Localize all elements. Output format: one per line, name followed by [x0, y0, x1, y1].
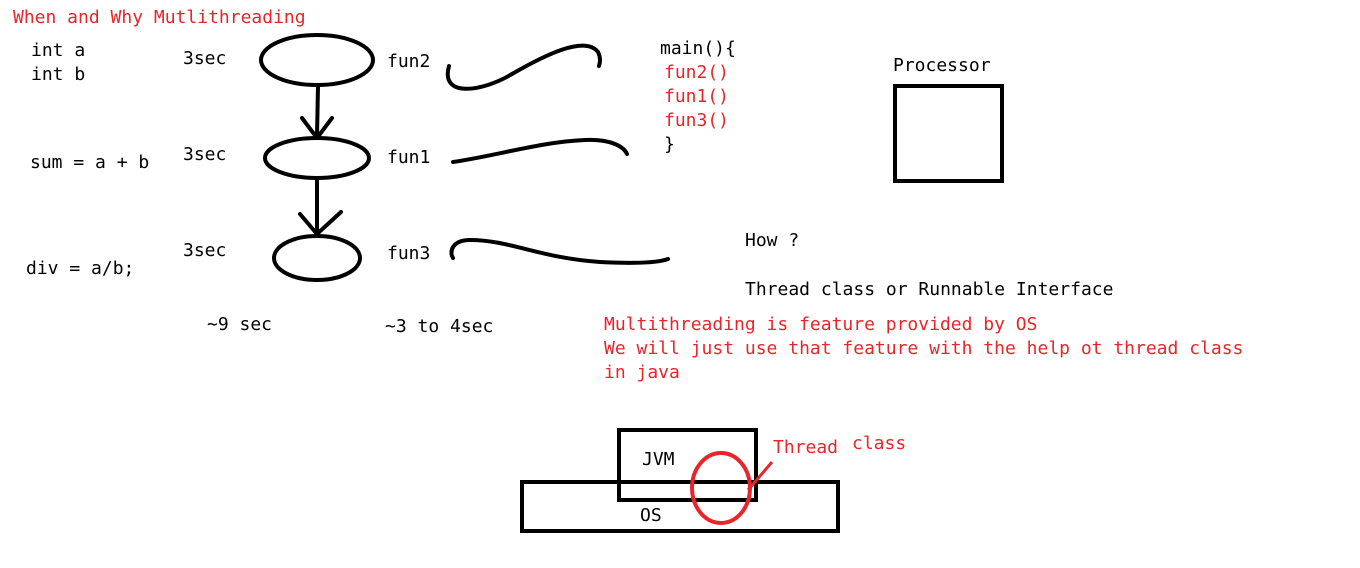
thread-label: Thread: [773, 437, 839, 458]
func-label-fun1: fun1: [387, 147, 431, 168]
processor-label: Processor: [893, 55, 991, 76]
how-answer: Thread class or Runnable Interface: [745, 279, 1114, 300]
thread-circle: [690, 451, 752, 525]
fun2-thread-wave: [445, 43, 602, 91]
jvm-label: JVM: [642, 449, 675, 470]
parallel-total: ~3 to 4sec: [385, 316, 494, 337]
arrow-fun2-to-fun1: [300, 84, 334, 140]
class-label: class: [852, 433, 907, 454]
main-close: }: [664, 134, 675, 155]
fun3-node: [272, 234, 362, 282]
os-note-line-3: in java: [604, 362, 680, 383]
fun1-node: [263, 136, 371, 180]
main-open: main(){: [660, 38, 736, 59]
duration-fun1: 3sec: [183, 144, 227, 165]
page-title: When and Why Mutlithreading: [13, 7, 306, 28]
os-label: OS: [640, 505, 662, 526]
fun3-thread-wave: [449, 237, 670, 265]
duration-fun2: 3sec: [183, 48, 227, 69]
main-call-fun1: fun1(): [664, 86, 730, 107]
func-label-fun2: fun2: [387, 51, 431, 72]
processor-box: [893, 84, 1004, 183]
func-label-fun3: fun3: [387, 243, 431, 264]
thread-pointer-line: [746, 461, 774, 491]
arrow-fun1-to-fun3: [298, 178, 343, 236]
os-note-line-2: We will just use that feature with the h…: [604, 338, 1244, 359]
fun2-node: [259, 33, 375, 87]
fun1-thread-wave: [451, 137, 629, 164]
div-expression: div = a/b;: [26, 258, 135, 279]
var-b: int b: [31, 64, 86, 85]
duration-fun3: 3sec: [183, 240, 227, 261]
sequential-total: ~9 sec: [207, 314, 273, 335]
jvm-box: [617, 428, 758, 502]
sum-expression: sum = a + b: [30, 152, 150, 173]
var-a: int a: [31, 40, 86, 61]
main-call-fun3: fun3(): [664, 110, 730, 131]
os-note-line-1: Multithreading is feature provided by OS: [604, 314, 1038, 335]
main-call-fun2: fun2(): [664, 62, 730, 83]
how-question: How ?: [745, 230, 800, 251]
os-box: [520, 480, 840, 533]
